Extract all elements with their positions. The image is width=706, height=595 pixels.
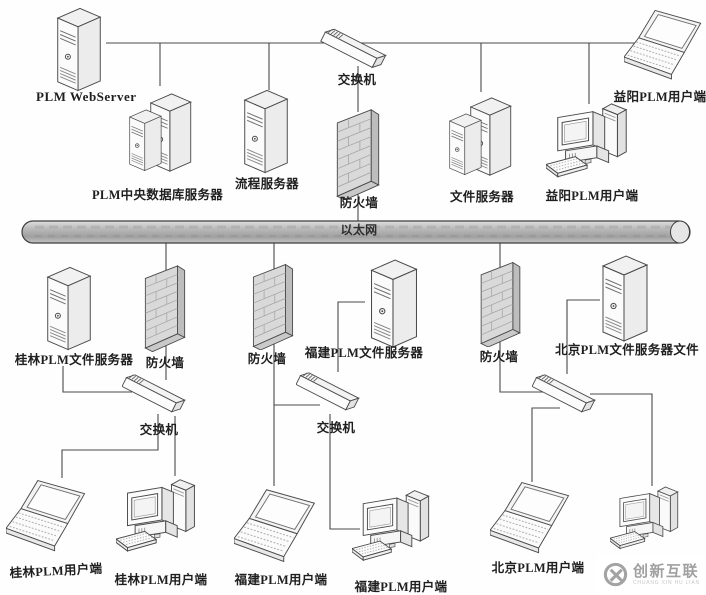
watermark-logo-icon: [603, 562, 628, 587]
label-beijing-firewall: 防火墙: [479, 350, 519, 364]
firewall-icon: [480, 262, 521, 347]
ethernet-bus: [21, 220, 691, 244]
label-process-server: 流程服务器: [234, 177, 299, 191]
label-top-firewall: 防火墙: [339, 196, 379, 210]
tower-server-icon: [370, 259, 418, 348]
label-central-db-server: PLM中央数据库服务器: [92, 188, 224, 202]
dual-tower-server-icon: [130, 94, 191, 171]
label-yiyang-desktop: 益阳PLM用户端: [545, 189, 639, 203]
label-beijing-laptop: 北京PLM用户端: [491, 561, 585, 575]
label-top-switch: 交换机: [337, 73, 377, 87]
label-yiyang-laptop: 益阳PLM用户端: [613, 90, 706, 104]
laptop-client-icon: [234, 489, 315, 563]
watermark-brand: 创新互联: [633, 562, 700, 580]
label-fujian-desktop: 福建PLM用户端: [354, 580, 448, 594]
switch-icon: [122, 371, 186, 416]
laptop-client-icon: [6, 480, 86, 552]
laptop-client-icon: [624, 9, 702, 80]
watermark-subtext: CHUANG XIN HU LIAN: [633, 579, 700, 586]
tower-server-icon: [57, 7, 101, 92]
tower-server-icon: [602, 255, 648, 342]
desktop-client-icon: [610, 486, 679, 549]
desktop-client-icon: [352, 490, 430, 561]
label-fujian-laptop: 福建PLM用户端: [234, 573, 328, 587]
tower-server-icon: [244, 89, 288, 174]
firewall-icon: [144, 265, 186, 352]
firewall-icon: [336, 109, 380, 200]
tower-server-icon: [47, 266, 91, 351]
dual-tower-server-icon: [450, 98, 511, 175]
switch-icon: [296, 369, 360, 414]
label-guilin-desktop: 桂林PLM用户端: [114, 573, 208, 587]
label-file-server: 文件服务器: [449, 190, 514, 204]
label-fujian-switch: 交换机: [316, 421, 356, 435]
label-beijing-file-server: 北京PLM文件服务器文件: [555, 343, 699, 357]
laptop-client-icon: [490, 482, 570, 554]
label-guilin-firewall: 防火墙: [145, 356, 185, 370]
desktop-client-icon: [116, 479, 195, 552]
label-fujian-firewall: 防火墙: [247, 352, 287, 366]
label-plm-webserver: PLM WebServer: [36, 89, 137, 104]
watermark: 创新互联 CHUANG XIN HU LIAN: [597, 554, 706, 595]
label-guilin-switch: 交换机: [139, 423, 179, 437]
label-guilin-file-server: 桂林PLM文件服务器: [14, 353, 134, 367]
label-fujian-file-server: 福建PLM文件服务器: [304, 346, 424, 360]
label-ethernet-bus: 以太网: [340, 223, 378, 237]
firewall-icon: [252, 264, 294, 350]
switch-icon: [320, 25, 387, 71]
desktop-client-icon: [546, 103, 627, 178]
